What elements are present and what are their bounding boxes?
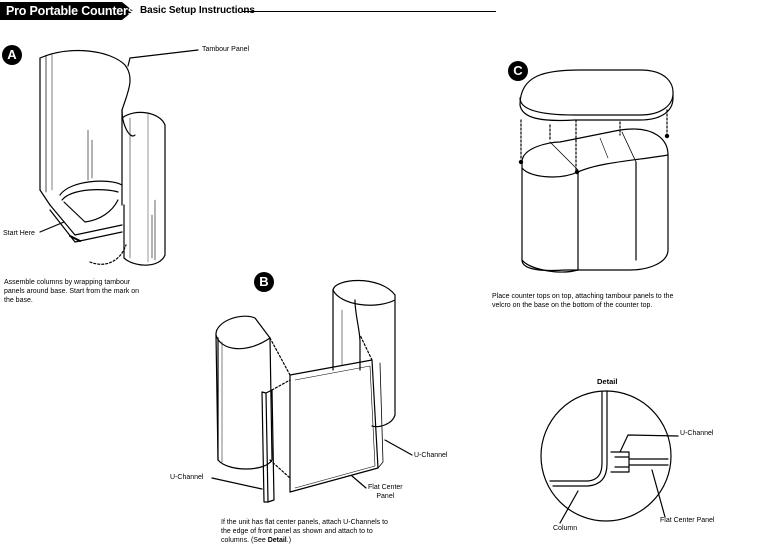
step-a-caption-line: the base. — [4, 297, 33, 304]
step-a-caption-line: panels around base. Start from the mark … — [4, 288, 140, 295]
detail-column-label: Column — [553, 525, 578, 532]
step-a-caption-line: Assemble columns by wrapping tambour — [4, 279, 131, 286]
start-here-label: Start Here — [3, 230, 35, 237]
detail-reference: Detail — [267, 537, 287, 544]
step-a-badge: A — [2, 45, 22, 65]
flat-center-panel-label: Flat Center Panel — [368, 483, 403, 501]
step-b-caption-line: columns. (See Detail.) — [221, 536, 388, 545]
u-channel-label-right: U-Channel — [414, 452, 448, 459]
step-a-column-illustration — [39, 49, 199, 266]
step-c-counter-top-illustration — [518, 69, 674, 273]
document-subtitle: Basic Setup Instructions — [140, 5, 255, 16]
flat-center-panel-label-line1: Flat Center — [368, 484, 403, 491]
step-c-caption-line: Place counter tops on top, attaching tam… — [492, 293, 674, 300]
detail-title: Detail — [597, 377, 618, 386]
detail-u-channel-label: U-Channel — [680, 430, 714, 437]
step-c-caption: Place counter tops on top, attaching tam… — [492, 292, 673, 310]
step-b-caption-line: If the unit has flat center panels, atta… — [221, 519, 388, 526]
detail-illustration — [540, 390, 679, 524]
header-title-tab — [0, 2, 136, 20]
step-b-caption: If the unit has flat center panels, atta… — [221, 518, 388, 545]
header-rule — [242, 11, 496, 12]
flat-center-panel-label-line2: Panel — [376, 493, 395, 500]
step-b-flat-panel-illustration — [211, 279, 413, 503]
step-b-caption-suffix: .) — [286, 537, 292, 544]
u-channel-label-left: U-Channel — [170, 474, 204, 481]
document-title: Pro Portable Counters — [6, 4, 135, 18]
step-b-caption-prefix: columns. (See — [221, 537, 268, 544]
step-b-caption-line: the edge of front panel as shown and att… — [221, 528, 373, 535]
tambour-panel-label: Tambour Panel — [202, 46, 250, 53]
step-a-caption: Assemble columns by wrapping tambour pan… — [4, 278, 139, 305]
step-c-caption-line: velcro on the base on the bottom of the … — [492, 302, 653, 309]
step-b-badge: B — [254, 272, 274, 292]
detail-flat-center-panel-label: Flat Center Panel — [660, 517, 715, 524]
step-c-badge: C — [508, 61, 528, 81]
header-tab-shape — [0, 2, 133, 20]
